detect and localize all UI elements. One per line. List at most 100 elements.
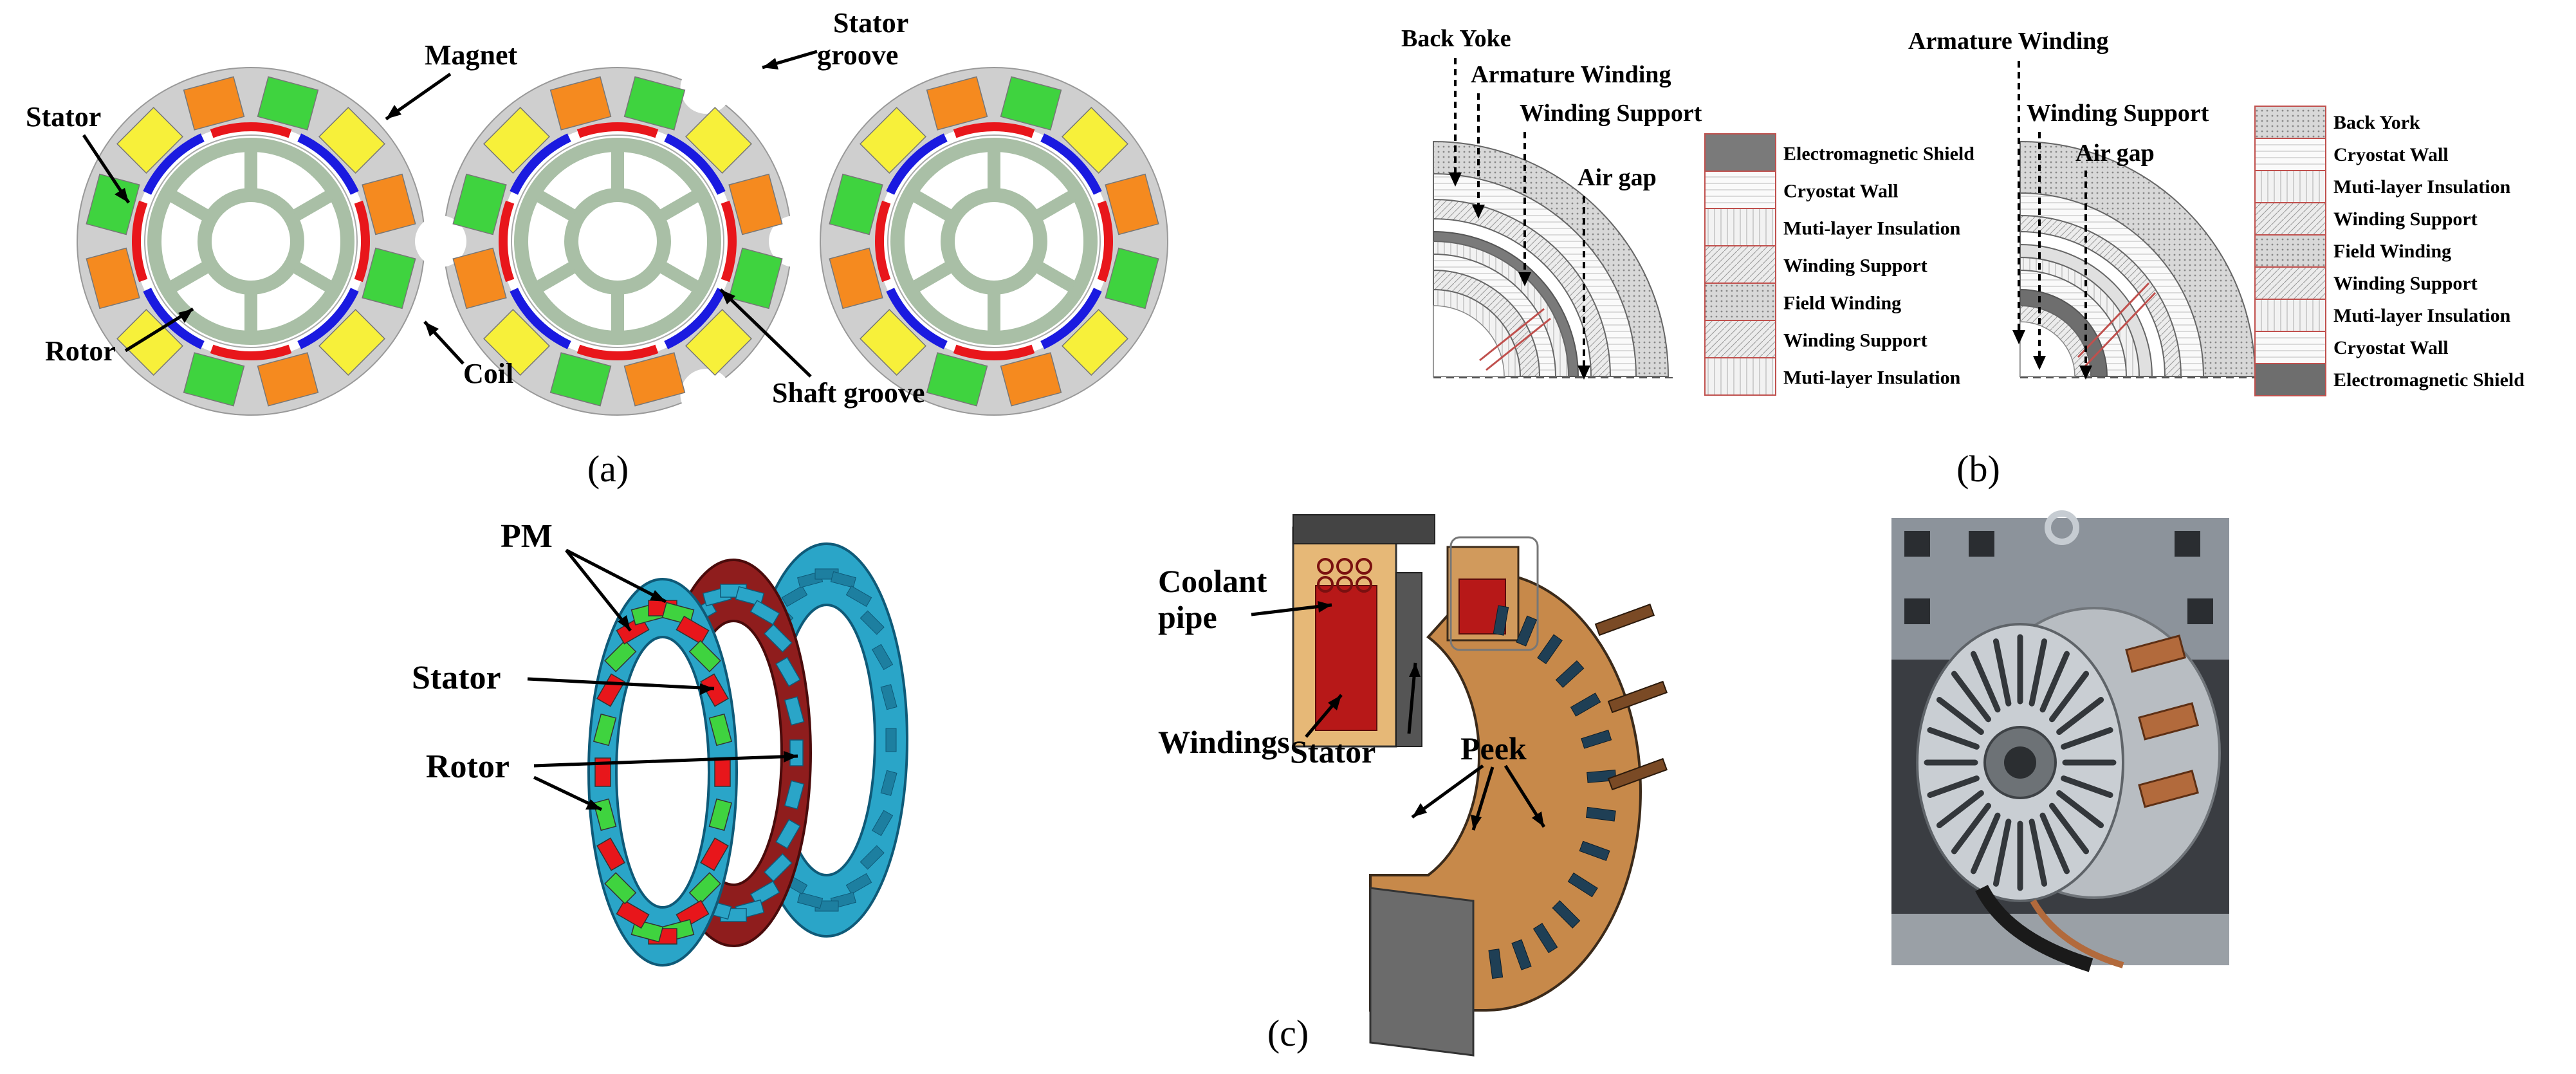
legend-swatch (2254, 363, 2326, 396)
magnet-segment (874, 200, 891, 282)
legend-label: Muti-layer Insulation (2333, 305, 2511, 326)
label-rotor-c: Rotor (426, 748, 510, 785)
legend-swatch (1704, 282, 1776, 321)
label-armature-winding-right: Armature Winding (1908, 28, 2108, 55)
label-air-gap-right: Air gap (2075, 140, 2155, 167)
magnet-segment (143, 133, 205, 195)
legend-label: Muti-layer Insulation (1783, 367, 1961, 389)
label-winding-support-right: Winding Support (2027, 100, 2209, 127)
label-stator: Stator (26, 101, 101, 133)
panel-b: Back Yoke Armature Winding Winding Suppo… (1287, 0, 2576, 515)
coil-block (860, 107, 926, 174)
motor-cross-section (77, 67, 425, 416)
magnet-segment (664, 133, 726, 195)
coil-block (318, 107, 385, 174)
legend-label: Muti-layer Insulation (1783, 218, 1961, 239)
legend-swatch (1704, 133, 1776, 172)
caption-c: (c) (1267, 1012, 1309, 1054)
coil-block (1105, 173, 1159, 236)
magnet-segment (664, 288, 726, 349)
legend-swatch (2254, 299, 2326, 332)
label-winding-support-left: Winding Support (1520, 100, 1702, 127)
coil-block (860, 309, 926, 376)
legend-label: Muti-layer Insulation (2333, 176, 2511, 198)
motor-cross-section (820, 67, 1168, 416)
magnet-segment (132, 200, 148, 282)
legend-swatch (2254, 170, 2326, 203)
legend-label: Cryostat Wall (1783, 181, 1899, 202)
coil-block (926, 352, 988, 407)
caption-a: (a) (587, 448, 629, 490)
coil-block (685, 107, 752, 174)
legend-label: Field Winding (1783, 293, 1901, 314)
coil-block (483, 309, 550, 376)
label-stator-peek: Stator (1290, 734, 1375, 770)
coil-block (623, 76, 686, 131)
magnet-segment (1097, 200, 1114, 282)
magnet-segment (886, 133, 948, 195)
legend-swatch (2254, 202, 2326, 236)
coil-block (257, 76, 319, 131)
coil-block (452, 247, 507, 310)
pm-magnet (708, 798, 733, 831)
magnet-segment (210, 344, 292, 360)
coil-block (926, 76, 988, 131)
magnet-segment (576, 122, 659, 138)
legend-swatch (2254, 234, 2326, 268)
coil-block (483, 107, 550, 174)
coil-block (86, 173, 140, 236)
peek-stator-cutaway (1292, 514, 1668, 1057)
pm-magnet (604, 640, 637, 672)
pm-magnet (596, 837, 625, 871)
pm-magnet (593, 713, 617, 746)
label-air-gap-left: Air gap (1578, 164, 1657, 191)
magnet-segment (499, 200, 515, 282)
coil-block (183, 352, 245, 407)
legend-label: Cryostat Wall (2333, 144, 2449, 165)
legend-label: Back York (2333, 112, 2420, 133)
left-cross-section (1433, 140, 1673, 378)
coil-block (183, 76, 245, 131)
pm-magnet (604, 872, 637, 905)
pm-magnet (688, 872, 721, 905)
magnet-segment (953, 122, 1035, 138)
legend-swatch (1704, 357, 1776, 396)
coil-block (362, 247, 416, 310)
coil-block (728, 247, 783, 310)
label-windings: Windings (1158, 724, 1290, 760)
magnet-segment (210, 122, 292, 138)
label-armature-winding-left: Armature Winding (1471, 61, 1671, 88)
label-coil: Coil (463, 358, 513, 389)
coil-block (1000, 76, 1062, 131)
coil-block (1000, 352, 1062, 407)
magnet-segment (510, 133, 571, 195)
legend-label: Electromagnetic Shield (2333, 369, 2525, 391)
legend-swatch (2254, 138, 2326, 171)
pm-magnet (700, 673, 729, 707)
legend-swatch (2254, 331, 2326, 364)
label-back-yoke: Back Yoke (1401, 25, 1511, 52)
pm-magnet (688, 640, 721, 672)
coil-block (1105, 247, 1159, 310)
prototype-photo (1891, 510, 2229, 972)
legend-swatch (2254, 266, 2326, 300)
magnet-segment (354, 200, 370, 282)
magnet-segment (1040, 133, 1102, 195)
label-shaft-groove: Shaft groove (772, 377, 925, 409)
magnet-segment (721, 200, 737, 282)
legend-swatch (1704, 208, 1776, 246)
motor-cross-section (415, 62, 820, 421)
coil-block (549, 76, 612, 131)
magnet-segment (510, 288, 571, 349)
coil-block (116, 107, 183, 174)
coil-block (318, 309, 385, 376)
coil-block (86, 247, 140, 310)
legend-label: Winding Support (2333, 273, 2478, 294)
panel-c-diagram: PM Stator Rotor (412, 510, 2229, 1057)
pm-magnet (676, 615, 710, 645)
label-magnet: Magnet (425, 39, 518, 71)
